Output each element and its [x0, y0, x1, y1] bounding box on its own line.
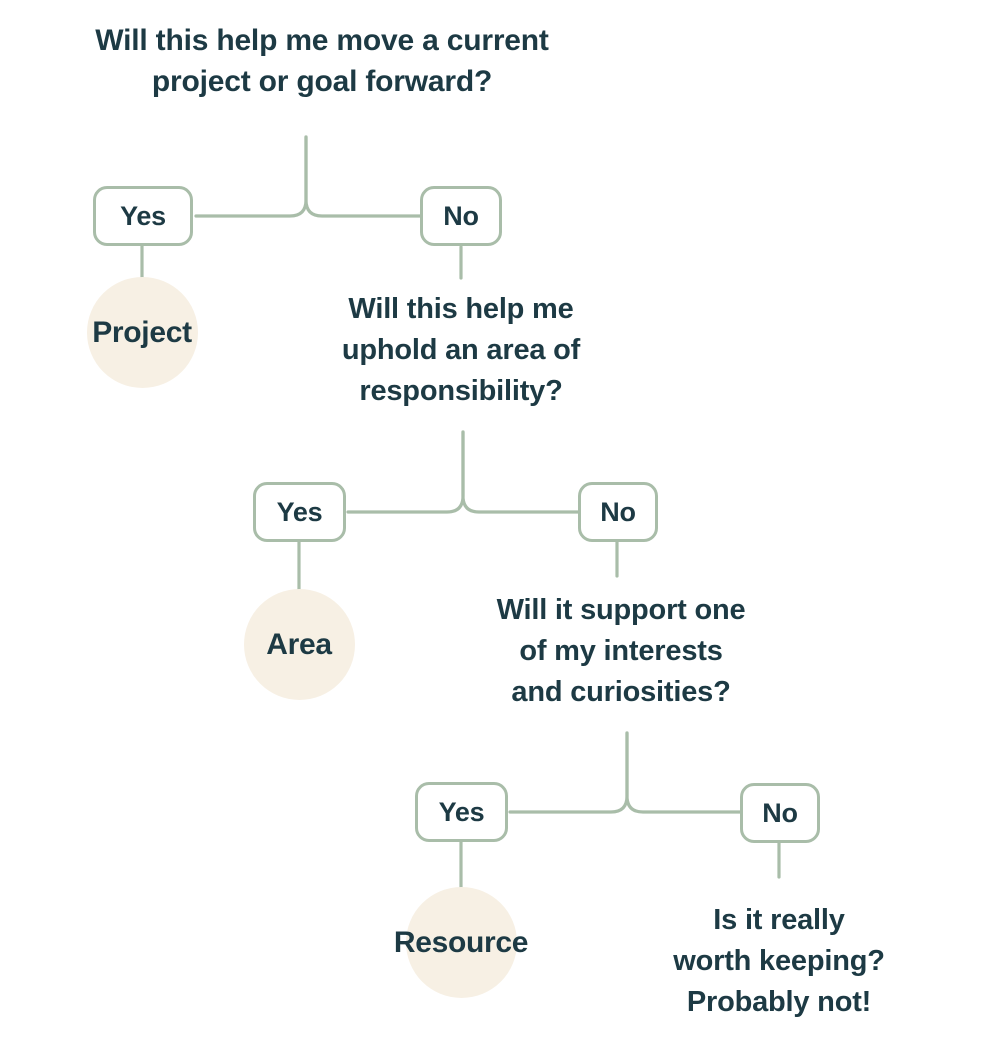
- outcome-label-area: Area: [266, 628, 332, 661]
- choice-no-level2[interactable]: No: [578, 482, 658, 542]
- choice-no-level1[interactable]: No: [420, 186, 502, 246]
- outcome-circle-resource: [406, 887, 517, 998]
- level2-question: Will this help me uphold an area of resp…: [341, 293, 581, 407]
- root-question: Will this help me move a current project…: [95, 24, 549, 98]
- choice-no-level3[interactable]: No: [740, 783, 820, 843]
- outcome-circle-project: [87, 277, 198, 388]
- final-answer-text: Is it really worth keeping? Probably not…: [673, 904, 885, 1018]
- level3-question: Will it support one of my interests and …: [496, 594, 746, 708]
- outcome-label-resource: Resource: [393, 926, 529, 959]
- connector-l2-left: [346, 430, 465, 514]
- connector-l1-right: [304, 135, 422, 218]
- choice-yes-level2[interactable]: Yes: [253, 482, 346, 542]
- choice-yes-level1[interactable]: Yes: [93, 186, 193, 246]
- connector-l3-left: [508, 731, 629, 814]
- outcome-circle-area: [244, 589, 355, 700]
- connector-l1-left: [194, 135, 308, 218]
- connector-l3-right: [625, 731, 742, 814]
- outcome-label-project: Project: [92, 316, 192, 349]
- connector-l2-right: [461, 430, 580, 514]
- choice-yes-level3[interactable]: Yes: [415, 782, 508, 842]
